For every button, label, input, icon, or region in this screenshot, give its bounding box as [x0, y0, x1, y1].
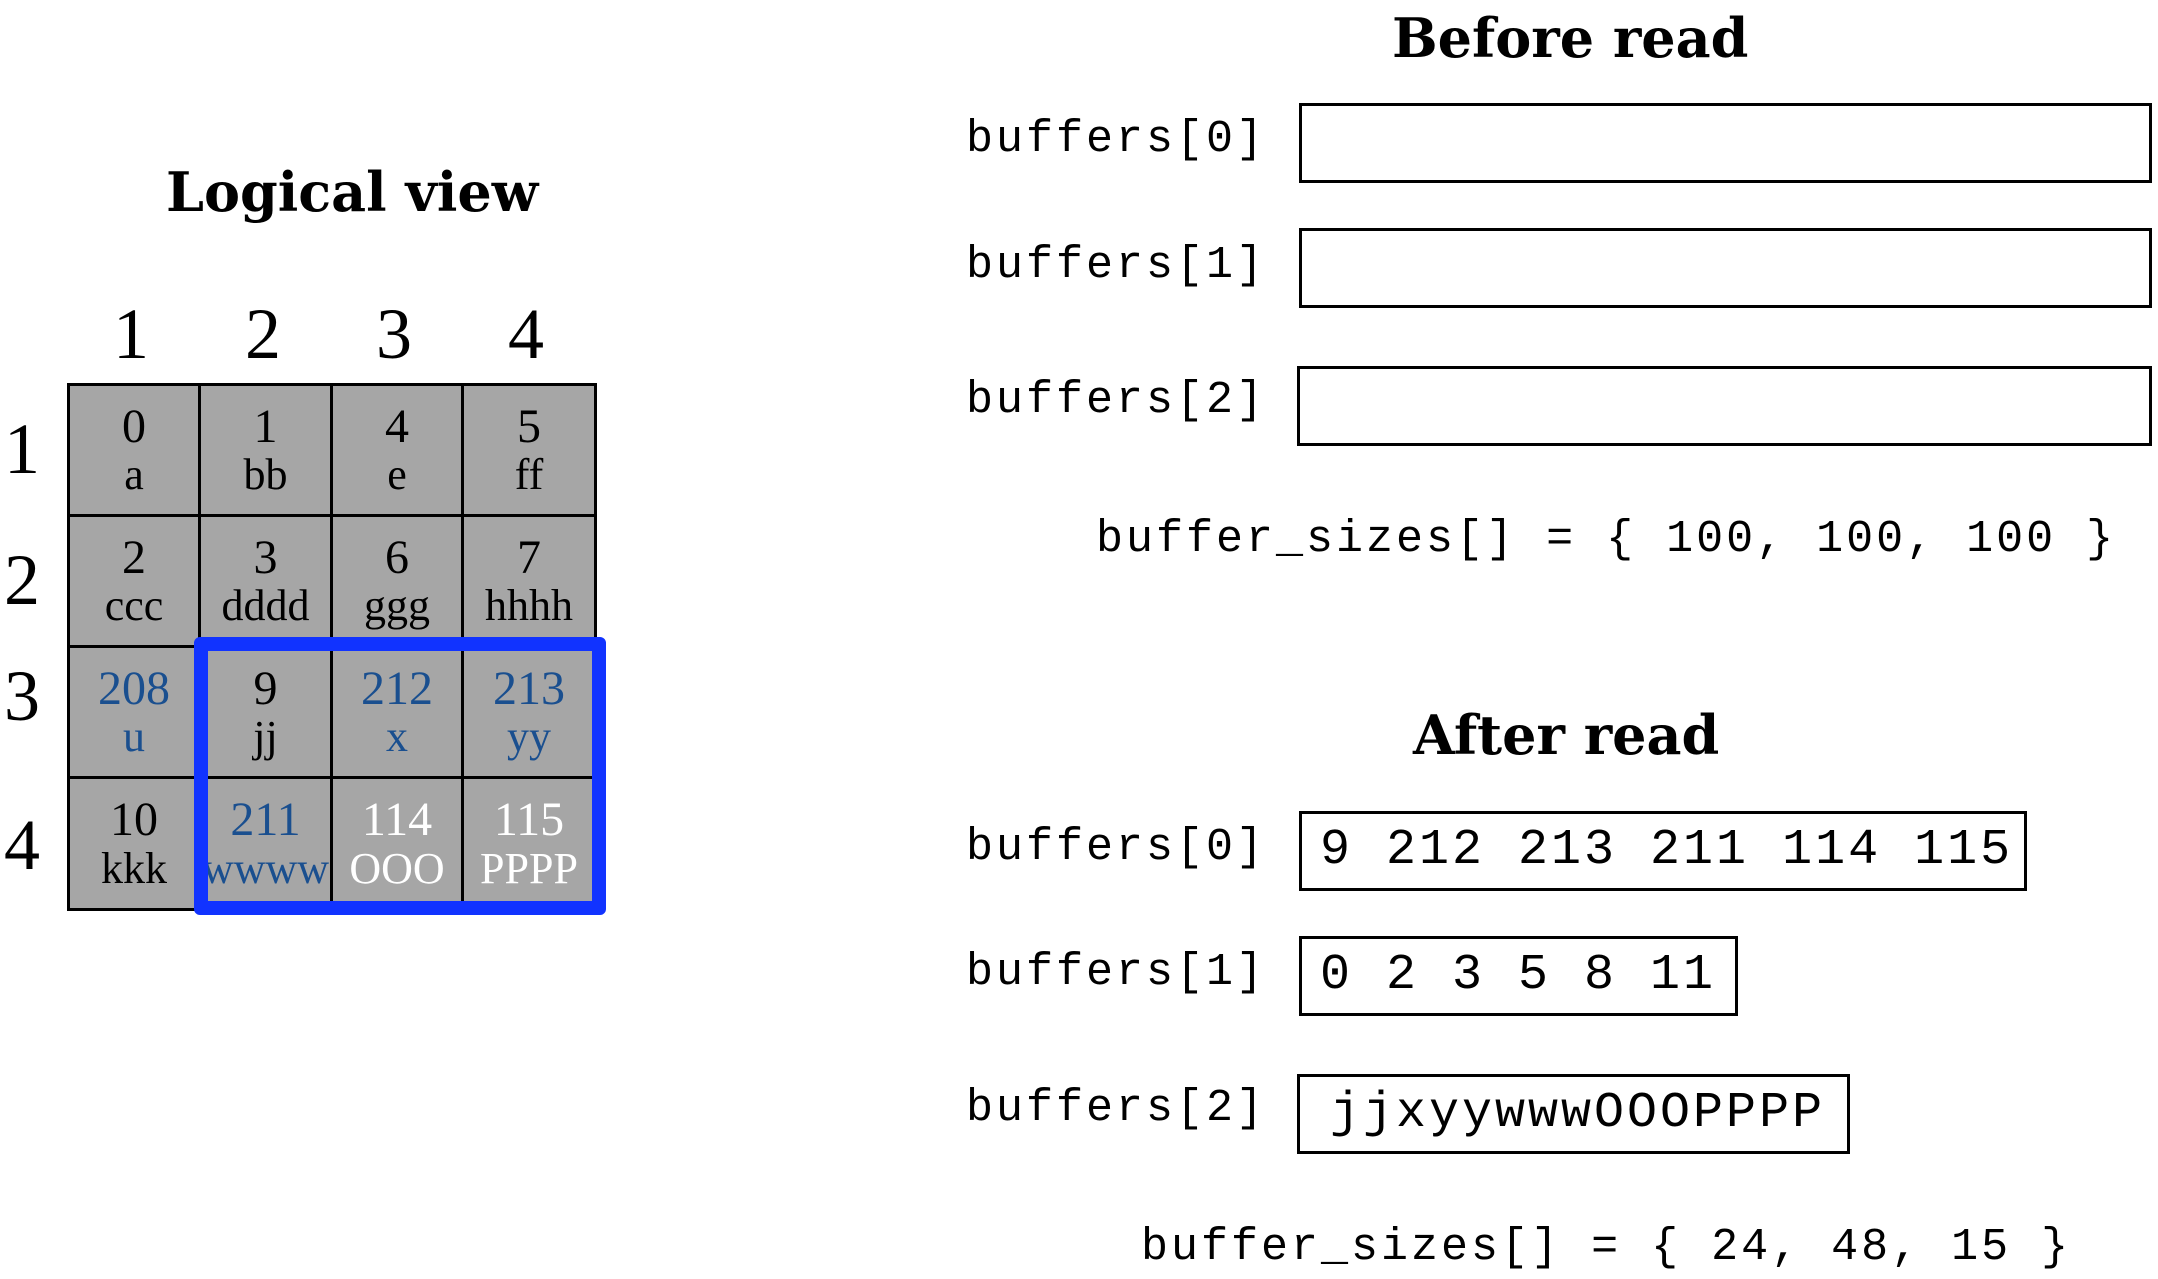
cell-value: a [124, 450, 144, 500]
cell-value: ggg [364, 581, 430, 631]
grid-cell: 3 dddd [201, 517, 333, 648]
cell-value: kkk [101, 843, 167, 893]
grid-cell: 0 a [70, 386, 201, 517]
row-label-2: 2 [4, 540, 40, 620]
grid-cell: 212 x [333, 648, 464, 779]
cell-coord: 9 [253, 661, 278, 715]
cell-coord: 0 [122, 399, 146, 453]
after-buffer-box-1: 0 2 3 5 8 11 [1299, 936, 1738, 1016]
after-buffer-box-2: jjxyywwwOOOPPPP [1297, 1074, 1850, 1154]
before-buffer-label-2: buffers[2] [966, 375, 1267, 426]
cell-value: jj [253, 712, 278, 762]
before-buffer-box-0 [1299, 103, 2152, 183]
cell-value: ff [514, 450, 544, 500]
cell-coord: 1 [253, 399, 278, 453]
before-buffer-label-0: buffers[0] [966, 114, 1267, 165]
grid-cell: 213 yy [464, 648, 594, 779]
cell-value: bb [243, 450, 288, 500]
col-label-1: 1 [113, 294, 149, 374]
after-buffer-box-0: 9 212 213 211 114 115 [1299, 811, 2027, 891]
cell-value: e [387, 450, 407, 500]
cell-coord: 213 [493, 661, 565, 715]
grid-cell: 211 wwww [201, 779, 333, 908]
grid-cell: 114 OOO [333, 779, 464, 908]
grid-cell: 9 jj [201, 648, 333, 779]
before-buffer-label-1: buffers[1] [966, 240, 1267, 291]
logical-grid: 0 a 1 bb 4 e 5 ff 2 ccc 3 dddd 6 ggg 7 h… [67, 383, 597, 911]
grid-cell: 7 hhhh [464, 517, 594, 648]
cell-value: x [386, 712, 408, 762]
cell-value: yy [507, 712, 551, 762]
cell-coord: 212 [361, 661, 433, 715]
after-read-title: After read [1413, 703, 1720, 767]
cell-value: u [123, 712, 145, 762]
cell-coord: 2 [122, 530, 146, 584]
cell-coord: 7 [517, 530, 541, 584]
cell-coord: 208 [98, 661, 170, 715]
grid-cell: 115 PPPP [464, 779, 594, 908]
cell-coord: 5 [517, 399, 541, 453]
logical-view-title: Logical view [166, 160, 539, 224]
cell-coord: 6 [385, 530, 409, 584]
row-label-3: 3 [4, 656, 40, 736]
after-buffer-label-0: buffers[0] [966, 822, 1267, 873]
cell-value: dddd [221, 581, 310, 631]
grid-cell: 10 kkk [70, 779, 201, 908]
grid-cell: 208 u [70, 648, 201, 779]
cell-coord: 114 [361, 793, 433, 847]
cell-value: wwww [201, 843, 330, 893]
cell-value: PPPP [480, 843, 578, 893]
after-buffer-label-1: buffers[1] [966, 947, 1267, 998]
grid-cell: 2 ccc [70, 517, 201, 648]
cell-value: OOO [349, 843, 445, 893]
after-buffer-label-2: buffers[2] [966, 1083, 1267, 1134]
grid-cell: 5 ff [464, 386, 594, 517]
cell-coord: 4 [385, 399, 409, 453]
cell-value: hhhh [485, 581, 573, 631]
grid-cell: 4 e [333, 386, 464, 517]
cell-value: ccc [104, 581, 164, 631]
before-buffer-sizes: buffer_sizes[] = { 100, 100, 100 } [1096, 514, 2117, 565]
col-label-3: 3 [376, 294, 412, 374]
cell-coord: 211 [230, 793, 301, 847]
cell-coord: 3 [253, 530, 278, 584]
cell-coord: 115 [493, 793, 565, 847]
after-buffer-sizes: buffer_sizes[] = { 24, 48, 15 } [1141, 1222, 2072, 1273]
col-label-2: 2 [245, 294, 281, 374]
before-read-title: Before read [1392, 6, 1749, 70]
row-label-4: 4 [4, 805, 40, 885]
before-buffer-box-2 [1297, 366, 2152, 446]
row-label-1: 1 [4, 409, 40, 489]
grid-cell: 6 ggg [333, 517, 464, 648]
before-buffer-box-1 [1299, 228, 2152, 308]
cell-coord: 10 [110, 793, 158, 847]
grid-cell: 1 bb [201, 386, 333, 517]
col-label-4: 4 [508, 294, 544, 374]
